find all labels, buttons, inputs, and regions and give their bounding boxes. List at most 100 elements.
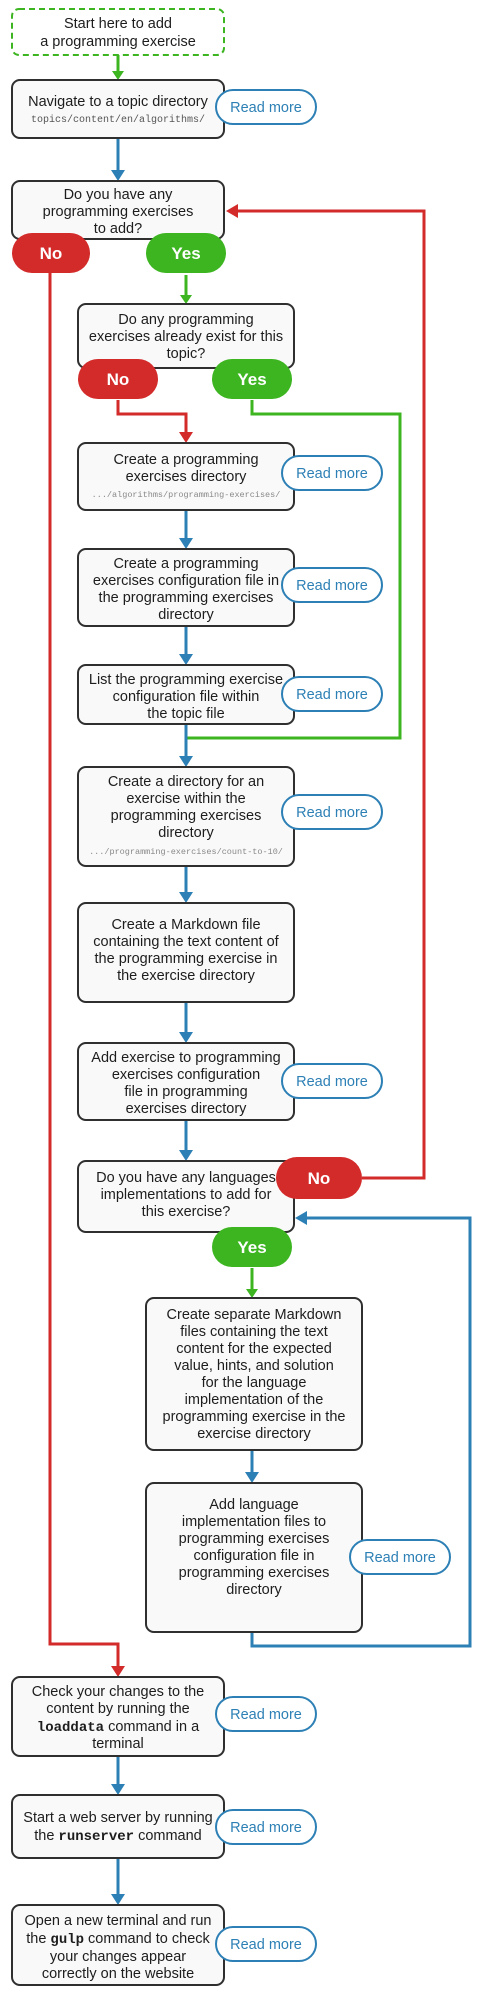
- step-line-4: correctly on the website: [42, 1966, 194, 1982]
- step-line-2: containing the text content of: [93, 934, 279, 950]
- step-line-2: exercises configuration: [112, 1067, 260, 1083]
- step-line-4: exercises directory: [126, 1101, 248, 1117]
- read-more-label[interactable]: Read more: [296, 687, 368, 703]
- connector-check-to-server: [111, 1756, 125, 1795]
- read-more-label[interactable]: Read more: [296, 466, 368, 482]
- step-line-1: Create a Markdown file: [111, 917, 260, 933]
- question-line-3: to add?: [94, 221, 142, 237]
- question-line-3: topic?: [167, 346, 206, 362]
- step-line-3: the programming exercises: [99, 590, 274, 606]
- directory-path: .../algorithms/programming-exercises/: [92, 490, 281, 500]
- step-line-2: content by running the: [46, 1701, 190, 1717]
- read-more-button-create-dir[interactable]: Read more: [281, 455, 383, 491]
- read-more-label[interactable]: Read more: [296, 578, 368, 594]
- step-add-exercise-to-configuration: Add exercise to programming exercises co…: [77, 1042, 295, 1121]
- step-line-1: Create separate Markdown: [167, 1307, 342, 1323]
- step-line-3: file in programming: [124, 1084, 247, 1100]
- step-navigate-topic-directory: Navigate to a topic directory topics/con…: [11, 79, 225, 139]
- step-line-3: programming exercises: [111, 808, 262, 824]
- read-more-label[interactable]: Read more: [230, 1820, 302, 1836]
- step-line-8: exercise directory: [197, 1426, 311, 1442]
- answer-yes-languages: Yes: [212, 1227, 292, 1267]
- step-line-6: implementation of the: [185, 1392, 324, 1408]
- step-create-configuration-file: Create a programming exercises configura…: [77, 548, 295, 627]
- connector-list-to-exercise-dir: [179, 724, 193, 767]
- read-more-label[interactable]: Read more: [296, 805, 368, 821]
- step-line-3: the topic file: [147, 706, 224, 722]
- read-more-label[interactable]: Read more: [230, 1937, 302, 1953]
- step-line-5: programming exercises: [179, 1565, 330, 1581]
- step-line-3: your changes appear: [50, 1949, 186, 1965]
- answer-no-any-exercises: No: [12, 233, 90, 273]
- connector-navigate-to-question: [111, 138, 125, 181]
- connector-create-dir-to-config: [179, 510, 193, 549]
- connector-yes-languages-to-separate: [246, 1268, 258, 1298]
- step-create-exercises-directory: Create a programming exercises directory…: [77, 442, 295, 511]
- question-any-programming-exercises: Do you have any programming exercises to…: [11, 180, 225, 240]
- step-line-1: Start a web server by running: [23, 1810, 212, 1826]
- step-line-1: Create a directory for an: [108, 774, 264, 790]
- question-languages-implementations: Do you have any languages implementation…: [77, 1160, 295, 1233]
- read-more-button-web-server[interactable]: Read more: [215, 1809, 317, 1845]
- step-line-1: Add language: [209, 1497, 299, 1513]
- answer-no-exist: No: [78, 359, 158, 399]
- question-line-3: this exercise?: [142, 1204, 231, 1220]
- question-line-2: implementations to add for: [101, 1187, 272, 1203]
- step-line-1: Check your changes to the: [32, 1684, 205, 1700]
- step-line-1: List the programming exercise: [89, 672, 283, 688]
- answer-yes-exist: Yes: [212, 359, 292, 399]
- read-more-button-gulp[interactable]: Read more: [215, 1926, 317, 1962]
- step-line-3: content for the expected: [176, 1341, 332, 1357]
- read-more-button-add-language[interactable]: Read more: [349, 1539, 451, 1575]
- step-line-2: files containing the text: [180, 1324, 328, 1340]
- read-more-button-navigate[interactable]: Read more: [215, 89, 317, 125]
- read-more-label[interactable]: Read more: [364, 1550, 436, 1566]
- question-line-2: programming exercises: [43, 204, 194, 220]
- question-line-1: Do any programming: [118, 312, 253, 328]
- step-line-3: the programming exercise in: [95, 951, 278, 967]
- start-label-line-1: Start here to add: [64, 16, 172, 32]
- read-more-button-check-changes[interactable]: Read more: [215, 1696, 317, 1732]
- step-line-2: the runserver command: [34, 1828, 202, 1845]
- step-line-4: the exercise directory: [117, 968, 256, 984]
- step-line-2-prefix: the: [34, 1828, 58, 1844]
- step-line-3: loaddata command in a: [37, 1719, 200, 1736]
- step-line-4: directory: [158, 607, 214, 623]
- read-more-button-add-config[interactable]: Read more: [281, 1063, 383, 1099]
- connector-add-config-to-languages: [179, 1120, 193, 1161]
- directory-path: .../programming-exercises/count-to-10/: [89, 847, 283, 857]
- step-line-1: Open a new terminal and run: [25, 1913, 212, 1929]
- yes-label: Yes: [237, 370, 266, 389]
- connector-yes-exist-bypass: [186, 400, 402, 740]
- step-check-changes-loaddata: Check your changes to the content by run…: [11, 1676, 225, 1757]
- step-line-4: value, hints, and solution: [174, 1358, 334, 1374]
- step-create-markdown-file: Create a Markdown file containing the te…: [77, 902, 295, 1003]
- connector-config-to-list: [179, 626, 193, 665]
- directory-path: topics/content/en/algorithms/: [31, 114, 205, 126]
- connector-separate-to-add-language: [245, 1450, 259, 1483]
- read-more-button-exercise-dir[interactable]: Read more: [281, 794, 383, 830]
- no-label: No: [107, 370, 130, 389]
- connector-no-exercises-to-check: [48, 272, 125, 1677]
- read-more-button-list-config[interactable]: Read more: [281, 676, 383, 712]
- step-line-5: for the language: [202, 1375, 307, 1391]
- step-line-2: implementation files to: [182, 1514, 326, 1530]
- start-label-line-2: a programming exercise: [40, 34, 196, 50]
- step-line-2: exercises configuration file in: [93, 573, 279, 589]
- read-more-label[interactable]: Read more: [230, 100, 302, 116]
- command-loaddata: loaddata: [37, 1720, 105, 1736]
- question-line-2: exercises already exist for this: [89, 329, 283, 345]
- step-add-language-implementation: Add language implementation files to pro…: [145, 1482, 363, 1633]
- no-label: No: [40, 244, 63, 263]
- step-line-4: configuration file in: [194, 1548, 315, 1564]
- start-node: Start here to add a programming exercise: [11, 8, 225, 56]
- step-list-configuration-file: List the programming exercise configurat…: [77, 664, 295, 725]
- step-label: Navigate to a topic directory: [28, 94, 208, 110]
- read-more-button-create-config[interactable]: Read more: [281, 567, 383, 603]
- step-line-6: directory: [226, 1582, 282, 1598]
- read-more-label[interactable]: Read more: [296, 1074, 368, 1090]
- read-more-label[interactable]: Read more: [230, 1707, 302, 1723]
- connector-server-to-gulp: [111, 1858, 125, 1905]
- step-line-4: directory: [158, 825, 214, 841]
